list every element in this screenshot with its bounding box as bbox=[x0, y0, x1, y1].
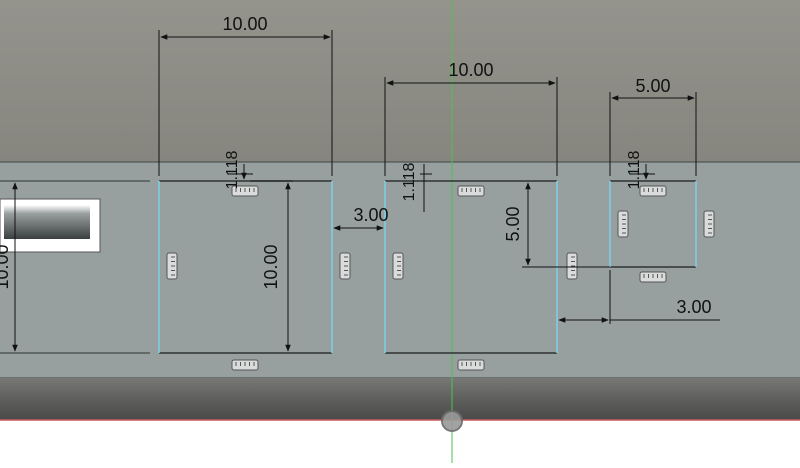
origin-point-icon[interactable] bbox=[441, 410, 463, 432]
dim-d3-text[interactable]: 5.00 bbox=[635, 76, 670, 96]
dim-d6-text[interactable]: 1.118 bbox=[626, 150, 643, 189]
dim-d9-text[interactable]: 5.00 bbox=[503, 206, 523, 241]
dim-d2-text[interactable]: 10.00 bbox=[448, 60, 493, 80]
dim-d7-text[interactable]: 10.00 bbox=[261, 244, 281, 289]
sketch-rect-1[interactable] bbox=[158, 180, 333, 354]
body-bottom-bevel bbox=[0, 378, 800, 420]
constraint-icon[interactable] bbox=[231, 185, 259, 197]
constraint-icon[interactable] bbox=[166, 252, 178, 280]
dim-d11-text[interactable]: 10.00 bbox=[0, 244, 12, 289]
floor bbox=[0, 421, 800, 463]
sketch-rect-3[interactable] bbox=[609, 180, 697, 268]
background-upper bbox=[0, 0, 800, 162]
constraint-icon[interactable] bbox=[566, 252, 578, 280]
dim-d5-text[interactable]: 1.118 bbox=[401, 162, 418, 201]
constraint-icon[interactable] bbox=[703, 210, 715, 238]
constraint-icon[interactable] bbox=[339, 252, 351, 280]
constraint-icon[interactable] bbox=[457, 185, 485, 197]
constraint-icon[interactable] bbox=[457, 359, 485, 371]
constraint-icon[interactable] bbox=[617, 210, 629, 238]
dim-d1-text[interactable]: 10.00 bbox=[222, 14, 267, 34]
constraint-icon[interactable] bbox=[639, 185, 667, 197]
constraint-icon[interactable] bbox=[231, 359, 259, 371]
constraint-icon[interactable] bbox=[639, 271, 667, 283]
dim-d8-text[interactable]: 3.00 bbox=[353, 205, 388, 225]
dim-d4-text[interactable]: 1.118 bbox=[224, 150, 241, 189]
constraint-icons bbox=[166, 185, 715, 371]
dim-d10-text[interactable]: 3.00 bbox=[676, 297, 711, 317]
constraint-icon[interactable] bbox=[392, 252, 404, 280]
